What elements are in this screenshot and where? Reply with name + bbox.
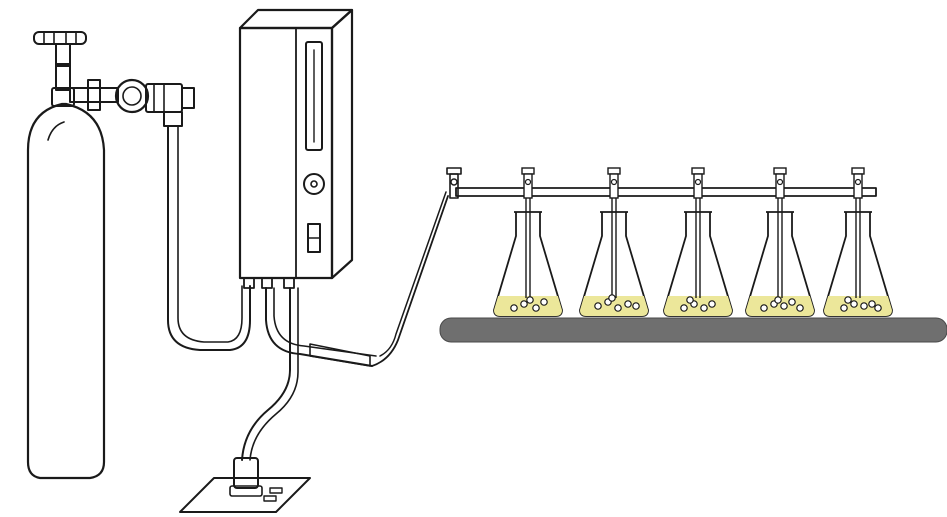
gas-bubble (841, 305, 847, 311)
gas-bubble (869, 301, 875, 307)
gas-bubble (609, 295, 615, 301)
flask-4 (746, 168, 814, 316)
lab-bench (440, 318, 947, 342)
gas-bubble (709, 301, 715, 307)
gas-bubble (781, 303, 787, 309)
flask-group (494, 168, 892, 316)
flask-valve (608, 168, 620, 198)
gas-bubble (541, 299, 547, 305)
flask-2 (580, 168, 648, 316)
cylinder-valve-handwheel (34, 32, 86, 66)
gas-bubble (595, 303, 601, 309)
control-knob (304, 174, 324, 194)
culture-medium (824, 296, 892, 316)
power-outlet (180, 478, 310, 512)
flask-valve (692, 168, 704, 198)
gas-bubble (701, 305, 707, 311)
gas-outlet-tube (266, 288, 372, 366)
gas-bubble (687, 297, 693, 303)
gas-bubble (851, 301, 857, 307)
flask-valve (522, 168, 534, 198)
flask-5 (824, 168, 892, 316)
gas-bubble (789, 299, 795, 305)
flask-valve (774, 168, 786, 198)
gas-bubble (511, 305, 517, 311)
flask-1 (494, 168, 562, 316)
gas-bubble (681, 305, 687, 311)
gas-bubble (521, 301, 527, 307)
gas-hose-to-controller (168, 126, 250, 350)
gas-bubble (875, 305, 881, 311)
gas-bubble (633, 303, 639, 309)
gas-bubble (845, 297, 851, 303)
gas-bubble (775, 297, 781, 303)
gas-flow-controller (240, 10, 352, 288)
pressure-regulator (70, 80, 194, 126)
gas-bubble (797, 305, 803, 311)
gas-bubble (615, 305, 621, 311)
gas-bubble (625, 301, 631, 307)
gas-manifold (447, 168, 876, 198)
gas-bubble (527, 297, 533, 303)
gas-hose-to-controller-inner (178, 126, 242, 342)
culture-medium (664, 296, 732, 316)
flask-3 (664, 168, 732, 316)
gas-bubble (861, 303, 867, 309)
gas-cylinder (28, 64, 104, 478)
gas-bubble (761, 305, 767, 311)
gas-tube-to-manifold (372, 196, 448, 366)
flask-valve (852, 168, 864, 198)
gas-bubble (533, 305, 539, 311)
